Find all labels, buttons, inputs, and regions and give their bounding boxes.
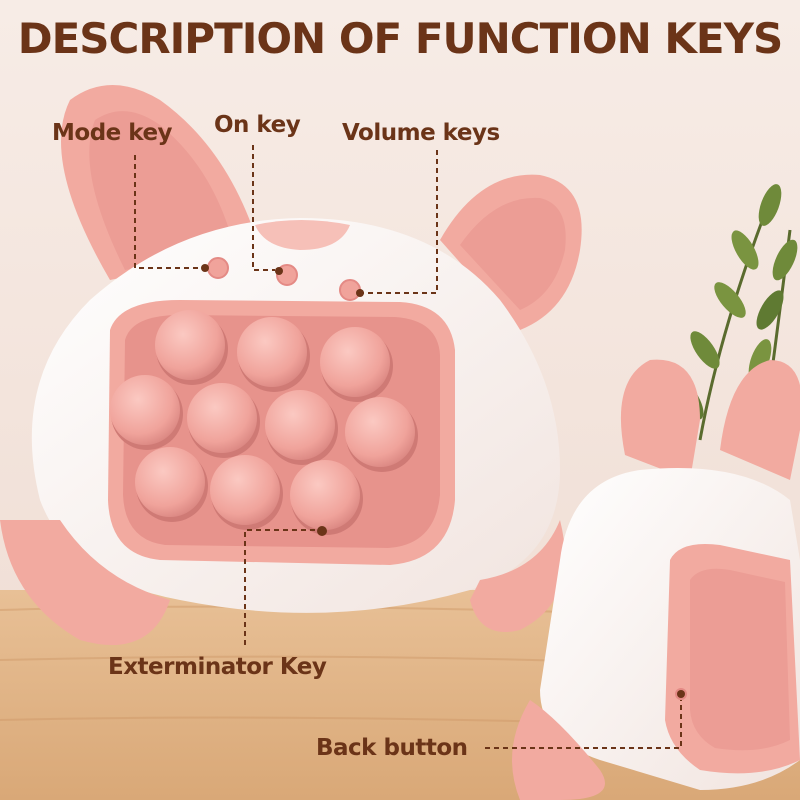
bubble-grid: [110, 310, 418, 535]
exterminator-key-leader: [244, 529, 320, 645]
on-key-leader: [252, 145, 275, 271]
mode-key-label: Mode key: [52, 120, 173, 146]
page-title: DESCRIPTION OF FUNCTION KEYS: [17, 14, 784, 63]
back-button-label: Back button: [316, 735, 468, 761]
on-key-label: On key: [214, 112, 301, 138]
exterminator-key-label: Exterminator Key: [108, 654, 327, 680]
callout-dots: [201, 264, 685, 698]
bubble-button[interactable]: [210, 455, 280, 525]
side-ear-right: [720, 360, 800, 480]
bubble-button[interactable]: [187, 383, 257, 453]
bubble-button[interactable]: [290, 460, 360, 530]
bubble-button[interactable]: [265, 390, 335, 460]
right-foot: [470, 520, 565, 632]
volume-keys[interactable]: [339, 279, 361, 301]
callout-lines: [134, 145, 682, 749]
bubble-button[interactable]: [155, 310, 225, 380]
mode-key-leader: [134, 155, 205, 269]
left-foot: [0, 520, 170, 645]
back-button-leader: [485, 700, 682, 749]
bubble-button[interactable]: [345, 397, 415, 467]
side-ear-left: [620, 359, 700, 480]
volume-keys-label: Volume keys: [342, 120, 500, 146]
toy-side-view: [512, 359, 800, 800]
bubble-button[interactable]: [135, 447, 205, 517]
bubble-button[interactable]: [110, 375, 180, 445]
mode-key[interactable]: [207, 257, 229, 279]
bubble-button[interactable]: [237, 317, 307, 387]
volume-keys-leader: [362, 150, 438, 294]
side-foot: [512, 700, 605, 800]
bubble-button[interactable]: [320, 327, 390, 397]
